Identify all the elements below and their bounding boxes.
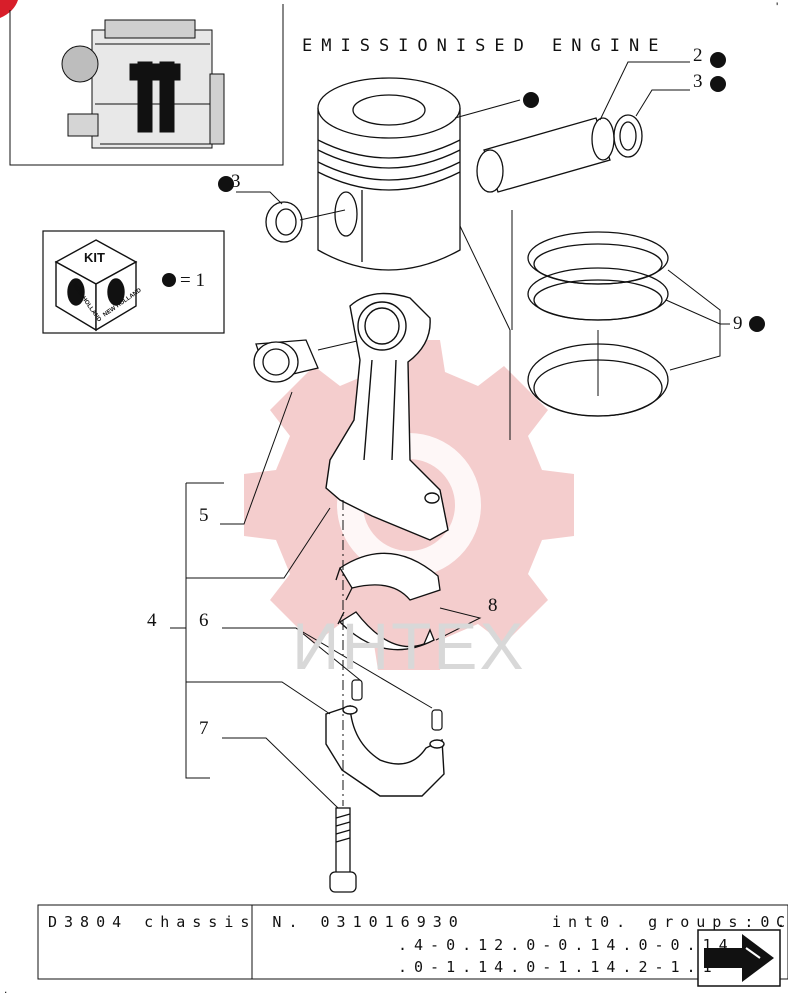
bushing xyxy=(253,339,319,383)
bolt xyxy=(329,807,357,893)
piston xyxy=(317,77,461,271)
callout-4: 4 xyxy=(147,610,157,631)
callout-7: 7 xyxy=(199,718,209,739)
kit-box xyxy=(42,230,225,334)
leader-circlip-left xyxy=(299,209,346,221)
leader-3-left xyxy=(236,191,283,205)
leader-pin xyxy=(599,61,690,121)
footer-row-3: .0-1.14.0-1.14.2-1.1 xyxy=(398,958,719,976)
footer-groups-tail: C xyxy=(776,913,788,931)
bracket-4 xyxy=(170,482,331,779)
watermark-text: ИНТЕХ xyxy=(292,609,526,683)
leader-8 xyxy=(435,607,482,641)
kit-bullet xyxy=(162,273,176,287)
kit-cube-icon xyxy=(54,239,138,332)
bearing-shell-upper xyxy=(335,552,441,601)
connecting-rod xyxy=(325,292,449,541)
engine-thumbnail-icon xyxy=(61,19,225,149)
next-arrow-icon xyxy=(697,929,781,987)
thumbnail-frame xyxy=(9,4,284,166)
callout-5: 5 xyxy=(199,505,209,526)
footer-row-2: .4-0.12.0-0.14.0-0.14 xyxy=(398,936,735,954)
piston-rings xyxy=(527,231,669,417)
corner-marker xyxy=(0,0,18,18)
bullet-piston xyxy=(523,92,539,108)
bullet-2 xyxy=(710,52,726,68)
footer: D3804 chassis N. 031016930 int0. groups:… xyxy=(38,905,786,979)
page-title: EMISSIONISED ENGINE xyxy=(302,36,668,56)
leader-piston xyxy=(454,99,521,119)
leader-circlip-right xyxy=(635,89,690,117)
kit-equals-label: = 1 xyxy=(180,270,205,291)
callout-6: 6 xyxy=(199,610,209,631)
callout-2: 2 xyxy=(693,45,703,66)
callout-3-right: 3 xyxy=(693,71,703,92)
bullet-3-left xyxy=(218,176,234,192)
footer-model: D3804 chassis N. 031016930 xyxy=(48,913,465,931)
leader-7 xyxy=(222,737,339,809)
circlip-right xyxy=(613,114,643,158)
bullet-9 xyxy=(749,316,765,332)
leader-6 xyxy=(222,627,433,709)
callout-9: 9 xyxy=(733,313,743,334)
kit-logo-text: KIT xyxy=(84,250,105,265)
footer-groups: int0. groups:0. xyxy=(552,913,788,931)
piston-pin xyxy=(476,117,615,193)
callout-3-left: 3 xyxy=(231,171,241,192)
corner-mark-top-right: ' xyxy=(776,0,779,14)
dowel-pins xyxy=(351,679,443,731)
circlip-left xyxy=(265,201,303,243)
callout-8: 8 xyxy=(488,595,498,616)
leader-5 xyxy=(220,391,293,525)
ring-guide xyxy=(459,225,511,440)
footer-table xyxy=(37,904,788,980)
corner-mark-bottom-left: . xyxy=(4,982,8,996)
leader-rings xyxy=(665,269,730,371)
bearing-cap xyxy=(325,705,445,797)
bullet-3-right xyxy=(710,76,726,92)
